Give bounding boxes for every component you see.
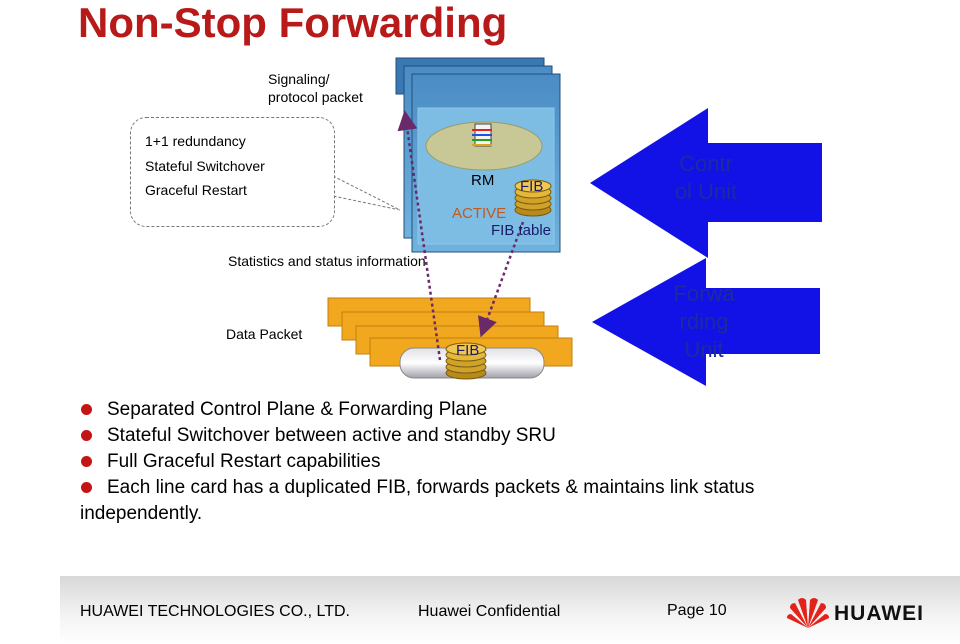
fib-stack-upper — [514, 179, 552, 217]
process-icon — [472, 123, 492, 147]
bullet-item: Separated Control Plane & Forwarding Pla… — [107, 399, 488, 420]
redundancy-callout: 1+1 redundancy Stateful Switchover Grace… — [130, 117, 335, 227]
signaling-arrow — [397, 110, 442, 361]
bullet-item: Each line card has a duplicated FIB, for… — [107, 477, 755, 498]
nsf-diagram — [327, 57, 822, 386]
callout-line: Graceful Restart — [145, 182, 247, 198]
bullet-dot — [81, 456, 92, 467]
page-number: Page 10 — [667, 602, 727, 619]
forwarding-unit-text-3: Unit — [684, 337, 724, 362]
forwarding-unit-text-1: Forwa — [673, 281, 735, 306]
active-label: ACTIVE — [452, 205, 507, 222]
forwarding-unit-label: Forwa rding Unit — [664, 280, 744, 364]
company-name: HUAWEI TECHNOLOGIES CO., LTD. — [80, 603, 350, 620]
huawei-logo-icon — [787, 598, 829, 628]
forwarding-unit-text-2: rding — [679, 309, 729, 334]
bullet-dot — [81, 404, 92, 415]
fib-sync-arrow — [478, 221, 525, 338]
callout-line: Stateful Switchover — [145, 158, 265, 174]
bullet-dot — [81, 430, 92, 441]
fib-stack-lower — [445, 342, 487, 380]
forwarding-unit-arrow — [592, 258, 820, 386]
bullet-dot — [81, 482, 92, 493]
control-unit-text-1: Contr — [679, 151, 733, 176]
callout-line: 1+1 redundancy — [145, 133, 246, 149]
control-unit-label: Contr ol Unit — [666, 150, 746, 206]
bullet-continuation: independently. — [80, 503, 203, 524]
signaling-label: Signaling/ — [268, 71, 330, 87]
protocol-packet-label: protocol packet — [268, 89, 363, 105]
confidential-label: Huawei Confidential — [418, 603, 561, 620]
control-unit-text-2: ol Unit — [674, 179, 738, 204]
fib-label: FIB — [520, 178, 544, 195]
data-packet-label: Data Packet — [226, 326, 303, 342]
statistics-label: Statistics and status information — [228, 253, 426, 269]
bullet-item: Stateful Switchover between active and s… — [107, 425, 556, 446]
huawei-logo-text: HUAWEI — [834, 602, 924, 625]
fib-table-label: FIB table — [491, 222, 552, 239]
bullet-item: Full Graceful Restart capabilities — [107, 451, 381, 472]
lower-fib-label: FIB — [456, 342, 480, 359]
slide-title: Non-Stop Forwarding — [78, 0, 508, 46]
rm-label: RM — [471, 172, 495, 189]
control-unit-arrow — [590, 108, 822, 258]
